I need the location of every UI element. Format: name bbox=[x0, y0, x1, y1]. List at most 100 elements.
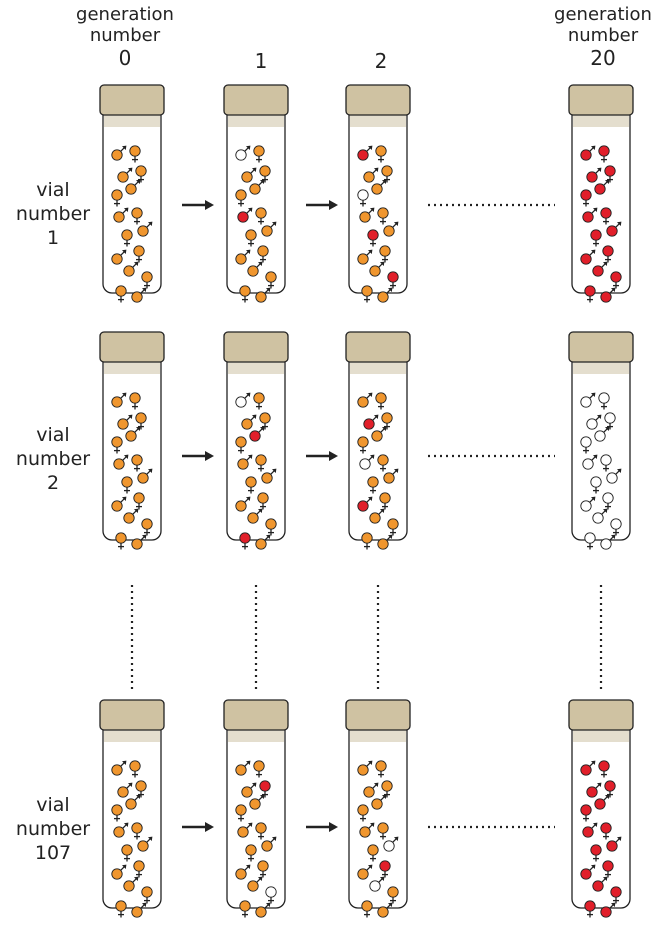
male-fly-icon bbox=[255, 902, 271, 918]
female-fly-icon bbox=[361, 285, 373, 303]
female-fly-icon bbox=[129, 145, 141, 163]
female-fly-icon bbox=[121, 476, 133, 494]
female-fly-icon bbox=[235, 189, 247, 207]
vial-r1-c3 bbox=[568, 331, 634, 550]
female-fly-icon bbox=[377, 822, 389, 840]
female-fly-icon bbox=[610, 886, 622, 904]
male-fly-icon bbox=[592, 508, 608, 524]
male-fly-icon bbox=[117, 167, 133, 183]
female-fly-icon bbox=[235, 804, 247, 822]
male-fly-icon bbox=[357, 249, 373, 265]
female-fly-icon bbox=[379, 245, 391, 263]
female-fly-icon bbox=[598, 145, 610, 163]
female-fly-icon bbox=[387, 271, 399, 289]
vial-cap bbox=[568, 331, 634, 363]
female-fly-icon bbox=[381, 780, 393, 798]
vial-tube bbox=[102, 106, 162, 294]
vial-r2-c3 bbox=[568, 699, 634, 918]
male-fly-icon bbox=[383, 468, 399, 484]
male-fly-icon bbox=[580, 145, 596, 161]
vial-label-2: vial number 2 bbox=[3, 423, 103, 495]
female-fly-icon bbox=[239, 285, 251, 303]
vial-cap bbox=[99, 84, 165, 116]
female-fly-icon bbox=[265, 886, 277, 904]
male-fly-icon bbox=[137, 221, 153, 237]
vial-r2-c0 bbox=[99, 699, 165, 918]
cap-band bbox=[104, 728, 160, 742]
male-fly-icon bbox=[369, 876, 385, 892]
generation-label-0: generation number 0 bbox=[70, 4, 180, 70]
vial-tube bbox=[102, 721, 162, 909]
female-fly-icon bbox=[377, 207, 389, 225]
male-fly-icon bbox=[594, 794, 610, 810]
generation-label-20: generation number 20 bbox=[548, 4, 657, 70]
female-fly-icon bbox=[265, 518, 277, 536]
female-fly-icon bbox=[375, 145, 387, 163]
male-fly-icon bbox=[369, 508, 385, 524]
female-fly-icon bbox=[610, 518, 622, 536]
vial-r0-c1 bbox=[223, 84, 289, 303]
arrow-icon bbox=[306, 822, 338, 832]
male-fly-icon bbox=[582, 454, 598, 470]
arrow-icon bbox=[182, 200, 214, 210]
female-fly-icon bbox=[129, 760, 141, 778]
male-fly-icon bbox=[137, 468, 153, 484]
vial-r1-c1 bbox=[223, 331, 289, 550]
vial-cap bbox=[223, 331, 289, 363]
vial-cap bbox=[568, 699, 634, 731]
male-fly-icon bbox=[123, 876, 139, 892]
cap-band bbox=[104, 113, 160, 127]
female-fly-icon bbox=[135, 165, 147, 183]
female-fly-icon bbox=[255, 822, 267, 840]
generation-number-1: 1 bbox=[254, 49, 268, 73]
female-fly-icon bbox=[610, 271, 622, 289]
vial-cap bbox=[223, 84, 289, 116]
vial-cap bbox=[99, 331, 165, 363]
male-fly-icon bbox=[111, 864, 127, 880]
male-fly-icon bbox=[237, 207, 253, 223]
male-fly-icon bbox=[131, 534, 147, 550]
female-fly-icon bbox=[604, 412, 616, 430]
vial-tube bbox=[571, 106, 631, 294]
vial-tube bbox=[348, 106, 408, 294]
female-fly-icon bbox=[131, 454, 143, 472]
male-fly-icon bbox=[357, 145, 373, 161]
male-fly-icon bbox=[241, 414, 257, 430]
female-fly-icon bbox=[135, 412, 147, 430]
male-fly-icon bbox=[582, 822, 598, 838]
female-fly-icon bbox=[141, 271, 153, 289]
female-fly-icon bbox=[602, 245, 614, 263]
male-fly-icon bbox=[235, 249, 251, 265]
vial-cap bbox=[223, 699, 289, 731]
male-fly-icon bbox=[261, 836, 277, 852]
arrow-icon bbox=[306, 451, 338, 461]
female-fly-icon bbox=[602, 860, 614, 878]
male-fly-icon bbox=[113, 822, 129, 838]
vials bbox=[99, 84, 634, 918]
vial-tube bbox=[226, 106, 286, 294]
female-fly-icon bbox=[367, 229, 379, 247]
male-fly-icon bbox=[606, 468, 622, 484]
female-fly-icon bbox=[239, 900, 251, 918]
male-fly-icon bbox=[113, 454, 129, 470]
male-fly-icon bbox=[371, 426, 387, 442]
generation-label-1: 1 bbox=[206, 49, 316, 73]
male-fly-icon bbox=[377, 902, 393, 918]
male-fly-icon bbox=[111, 145, 127, 161]
female-fly-icon bbox=[141, 518, 153, 536]
vial-cap bbox=[568, 84, 634, 116]
vial-number-1: 1 bbox=[46, 227, 60, 249]
female-fly-icon bbox=[584, 285, 596, 303]
male-fly-icon bbox=[592, 261, 608, 277]
vial-r1-c2 bbox=[345, 331, 411, 550]
female-fly-icon bbox=[375, 392, 387, 410]
arrow-icon bbox=[182, 451, 214, 461]
cap-band bbox=[228, 360, 284, 374]
male-fly-icon bbox=[249, 794, 265, 810]
male-fly-icon bbox=[600, 287, 616, 303]
male-fly-icon bbox=[594, 426, 610, 442]
female-fly-icon bbox=[357, 189, 369, 207]
cap-band bbox=[228, 113, 284, 127]
vial-tube bbox=[348, 353, 408, 541]
male-fly-icon bbox=[371, 179, 387, 195]
